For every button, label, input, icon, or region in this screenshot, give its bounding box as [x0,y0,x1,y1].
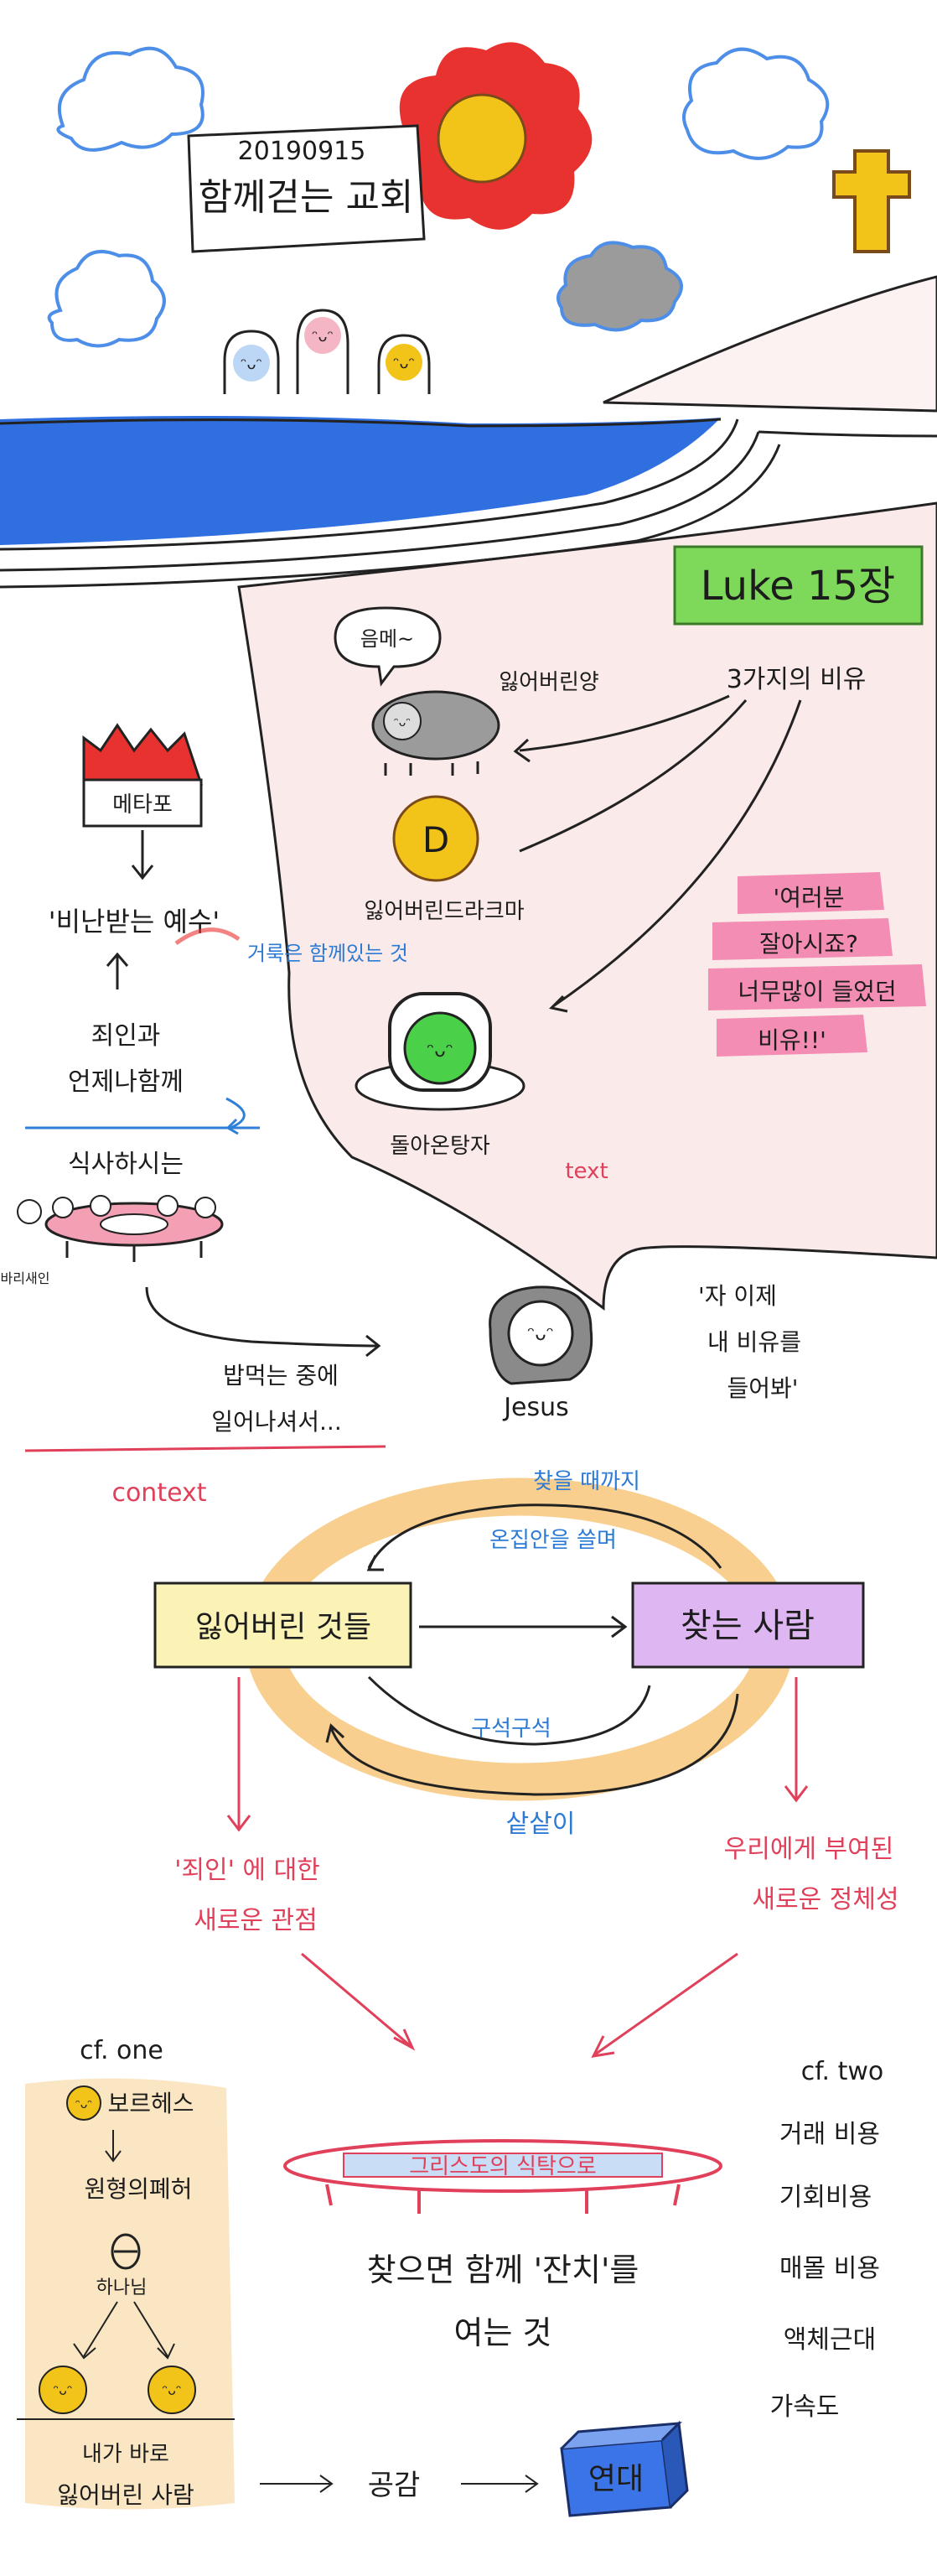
until-found-label: 찾을 때까지 [533,1469,640,1494]
cf-two-item: 매몰 비용 [779,2254,880,2283]
svg-text:ᵔᴗᵔ: ᵔᴗᵔ [394,716,411,730]
svg-text:ᵔᴗᵔ: ᵔᴗᵔ [75,2098,92,2111]
cloud-icon [56,46,204,152]
outcome-left-line2: 새로운 관점 [194,1906,318,1935]
seeker-label: 찾는 사람 [681,1607,815,1645]
borges-icon: ᵔᴗᵔ [66,2085,101,2121]
pink-note-line2: 잘아시죠? [759,930,858,958]
lost-sheep-label: 잃어버린양 [499,670,599,695]
me-face-icon: ᵔᴗᵔ [39,2366,87,2414]
cf-two-item: 기회비용 [779,2183,872,2212]
person-pink-icon: ᵔᴗᵔ [296,309,349,394]
flag-icon [82,723,204,828]
other-face-icon: ᵔᴗᵔ [148,2366,196,2414]
borges-label: 보르헤스 [107,2090,194,2117]
river [0,416,721,545]
cf-two-item: 액체근대 [784,2325,876,2355]
pink-note-line3: 너무많이 들었던 [738,978,896,1005]
svg-text:ᵔᴗᵔ: ᵔᴗᵔ [53,2382,72,2398]
title-box [187,124,426,253]
me-line2: 잃어버린 사람 [57,2481,194,2509]
metaphor-label: 메타포 [112,792,173,818]
svg-text:ᵔᴗᵔ: ᵔᴗᵔ [162,2382,181,2398]
speech-bubble [334,606,442,687]
person-yellow-icon: ᵔᴗᵔ [377,334,431,394]
lost-things-box [153,1581,412,1669]
corners-label: 구석구석 [471,1716,551,1742]
person-blue-icon: ᵔᴗᵔ [223,330,280,394]
prodigal-son-icon: ᵔᴗᵔ [355,992,525,1111]
jesus-icon: ᵔᴗᵔ [489,1285,593,1385]
meal-table-icon [17,1195,224,1262]
lost-things-label: 잃어버린 것들 [195,1610,371,1644]
cf-two-item: 거래 비용 [779,2120,880,2149]
seeker-box [631,1581,865,1669]
christ-table-label: 그리스도의 식탁으로 [409,2154,597,2179]
church-name: 함께걷는 교회 [199,176,414,219]
date-label: 20190915 [238,137,366,166]
thoroughly-label: 샅샅이 [506,1810,576,1839]
context-label: context [111,1478,206,1508]
prodigal-son-label: 돌아온탕자 [390,1134,490,1159]
jesus-quote-line2: 내 비유를 [707,1328,801,1356]
lost-coin-label: 잃어버린드라크마 [364,899,524,924]
jesus-label: Jesus [502,1393,569,1422]
cloud-icon [47,250,166,348]
svg-text:ᵔᴗᵔ: ᵔᴗᵔ [393,355,415,372]
text-label: text [565,1159,608,1184]
cf-one-title: cf. one [80,2036,163,2065]
solidarity-label: 연대 [588,2462,644,2496]
three-parables: 3가지의 비유 [727,665,867,694]
conclusion-line1: 찾으면 함께 '잔치'를 [367,2251,639,2288]
cloud-icon [682,47,830,160]
sweep-house-label: 온집안을 쓸며 [489,1528,617,1553]
pink-note [708,872,926,1057]
sheep-icon: ᵔᴗᵔ [371,690,500,776]
eating-label: 식사하시는 [68,1150,184,1179]
god-label: 하나님 [96,2277,148,2298]
cf-two-title: cf. two [801,2057,884,2086]
coin-symbol: D [422,819,449,860]
pharisee-label: 바리새인 [1,1270,50,1286]
me-line1: 내가 바로 [82,2442,169,2467]
svg-text:ᵔᴗᵔ: ᵔᴗᵔ [312,328,334,345]
labyrinth-label: 원형의폐허 [85,2175,193,2203]
conclusion-line2: 여는 것 [454,2314,552,2351]
coin-icon [392,795,479,882]
outcome-right-line1: 우리에게 부여된 [724,1835,894,1864]
christ-table-icon [283,2139,722,2214]
god-icon [111,2233,141,2270]
jesus-quote-line1: '자 이제 [698,1282,777,1310]
sinners-line2: 언제나함께 [68,1067,184,1097]
sheep-speech: 음메~ [360,627,414,651]
luke-chapter: Luke 15장 [701,563,895,610]
svg-text:ᵔᴗᵔ: ᵔᴗᵔ [427,1041,453,1062]
sinners-line1: 죄인과 [91,1021,161,1051]
pink-note-line4: 비유!!' [758,1026,826,1054]
pink-note-line1: '여러분 [774,884,845,911]
empathy-label: 공감 [368,2469,421,2502]
outcome-right-line2: 새로운 정체성 [752,1885,898,1914]
during-meal-line2: 일어나셔서... [211,1408,342,1436]
svg-text:ᵔᴗᵔ: ᵔᴗᵔ [527,1324,554,1345]
sun-icon [396,42,593,230]
cross-icon [832,149,911,253]
cf-two-item: 가속도 [770,2392,840,2422]
outcome-left-line1: '죄인' 에 대한 [174,1856,320,1885]
during-meal-line1: 밥먹는 중에 [223,1362,339,1389]
holiness-note: 거룩은 함께있는 것 [247,942,408,965]
luke-box [673,545,924,626]
jesus-quote-line3: 들어봐' [727,1374,799,1402]
solidarity-box-icon [560,2420,689,2517]
svg-text:ᵔᴗᵔ: ᵔᴗᵔ [241,356,262,373]
hill [603,275,937,413]
cloud-icon [557,241,683,332]
